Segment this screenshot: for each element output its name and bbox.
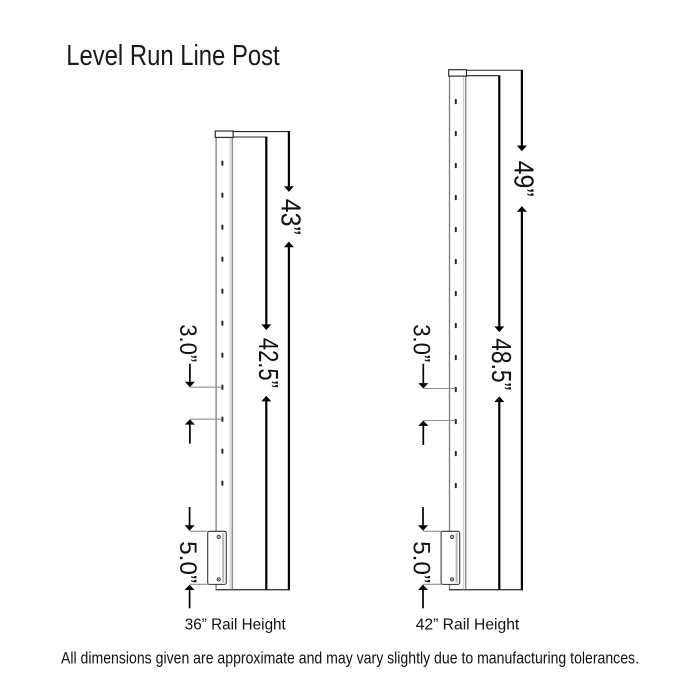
svg-text:36” Rail Height: 36” Rail Height bbox=[185, 617, 287, 634]
svg-text:5.0”: 5.0” bbox=[174, 541, 201, 583]
svg-text:49”: 49” bbox=[509, 161, 540, 197]
svg-text:42.5”: 42.5” bbox=[253, 338, 284, 388]
svg-text:42” Rail Height: 42” Rail Height bbox=[416, 617, 520, 634]
svg-text:43”: 43” bbox=[276, 199, 307, 235]
svg-text:5.0”: 5.0” bbox=[408, 541, 435, 583]
svg-text:Level Run Line Post: Level Run Line Post bbox=[66, 40, 280, 72]
svg-text:3.0”: 3.0” bbox=[407, 324, 434, 362]
svg-text:All dimensions given are appro: All dimensions given are approximate and… bbox=[61, 648, 639, 667]
svg-text:48.5”: 48.5” bbox=[486, 338, 517, 390]
svg-text:3.0”: 3.0” bbox=[174, 324, 201, 362]
